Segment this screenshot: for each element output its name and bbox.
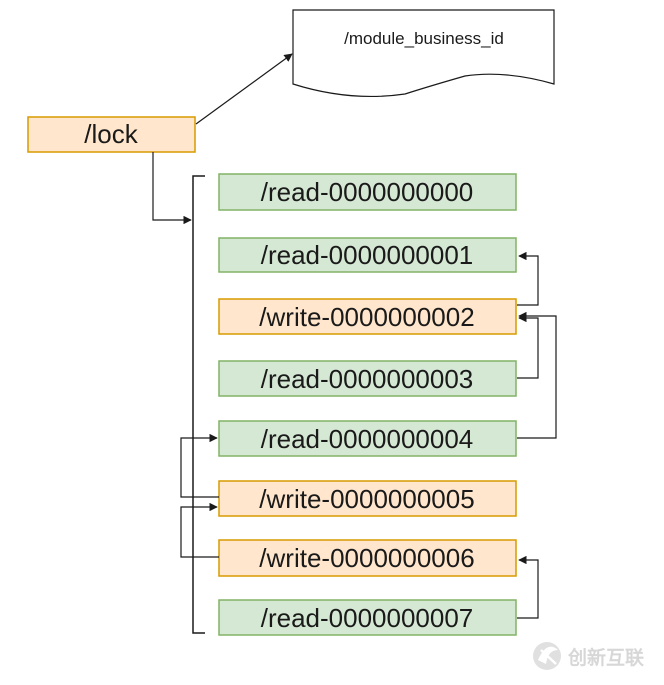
child-node-1: /read-0000000001 — [218, 237, 517, 273]
document-node: /module_business_id — [292, 9, 555, 98]
child-box — [218, 298, 517, 335]
child-node-6: /write-0000000006 — [218, 539, 517, 577]
child-node-3: /read-0000000003 — [218, 360, 517, 397]
child-box — [218, 173, 517, 211]
child-box — [218, 360, 517, 397]
child-box — [218, 599, 517, 636]
child-label: /write-0000000002 — [259, 302, 474, 332]
child-label: /read-0000000003 — [261, 364, 474, 394]
child-box — [218, 420, 517, 457]
child-box — [218, 539, 517, 577]
swirl-logo-icon — [533, 642, 561, 670]
watermark: 创新互联 — [533, 642, 644, 670]
read-0000000004-watches-write-0000000002-arrow — [517, 311, 557, 439]
child-node-4: /read-0000000004 — [218, 420, 517, 457]
child-node-7: /read-0000000007 — [218, 599, 517, 636]
lock-label: /lock — [84, 119, 138, 149]
read-0000000003-watches-write-0000000002-arrow — [517, 313, 539, 379]
lock-to-document-arrow — [195, 53, 293, 125]
write-0000000002-watches-read-0000000001-arrow — [517, 251, 539, 306]
lock-to-children-arrow — [152, 152, 192, 225]
child-box — [218, 480, 517, 517]
child-label: /read-0000000004 — [261, 424, 474, 454]
write-0000000006-watches-write-0000000005-arrow — [180, 502, 219, 558]
child-node-2: /write-0000000002 — [218, 298, 517, 335]
lock-box — [27, 116, 196, 153]
child-box — [218, 237, 517, 273]
read-0000000007-watches-write-0000000006-arrow — [517, 555, 539, 619]
child-label: /read-0000000007 — [261, 603, 474, 633]
child-label: /write-0000000006 — [259, 543, 474, 573]
document-shape — [292, 9, 555, 98]
watermark-text: 创新互联 — [567, 646, 644, 669]
child-node-5: /write-0000000005 — [218, 480, 517, 517]
lock-node: /lock — [27, 116, 196, 153]
child-label: /read-0000000000 — [261, 177, 474, 207]
write-0000000005-watches-read-0000000004-arrow — [180, 433, 219, 498]
document-label: /module_business_id — [344, 29, 504, 48]
children-bracket — [192, 175, 205, 634]
child-node-0: /read-0000000000 — [218, 173, 517, 211]
child-label: /read-0000000001 — [261, 240, 474, 270]
child-label: /write-0000000005 — [259, 484, 474, 514]
